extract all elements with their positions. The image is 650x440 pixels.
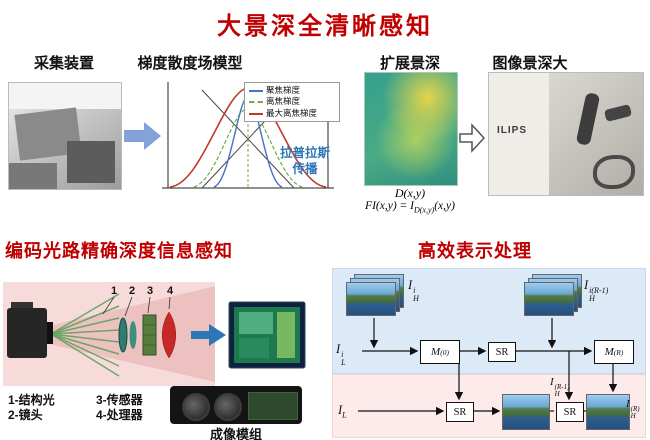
sr-box-bottom-2: SR	[556, 402, 584, 422]
legend-lens: 2-镜头	[8, 408, 43, 422]
coded-optical-path-diagram: 1 2 3 4	[3, 282, 306, 386]
legend-label: 聚焦梯度	[266, 85, 301, 95]
sr-box-bottom-1: SR	[446, 402, 474, 422]
legend-label: 离焦梯度	[266, 96, 301, 107]
legend-label: 最大离焦梯度	[266, 107, 318, 118]
green-line-swatch-icon	[249, 101, 263, 104]
imaging-module-photo	[170, 386, 302, 424]
legend-row: 离焦梯度	[249, 96, 335, 107]
callout-lines	[102, 296, 171, 317]
label-ih-R: I(R)H	[626, 398, 640, 420]
blue-arrow-icon	[191, 324, 226, 346]
camera-icon	[7, 302, 53, 358]
capture-device-label: 采集装置	[33, 55, 94, 72]
laplace-propagation-label: 拉普拉斯 传播	[279, 146, 330, 176]
processor-element	[162, 311, 176, 359]
outline-arrow-icon	[459, 123, 486, 153]
frame-thumbnail	[524, 282, 574, 316]
edof-label: 扩展景深	[379, 55, 440, 72]
legend-row: 最大离焦梯度	[249, 108, 335, 119]
capture-device-photo	[8, 82, 122, 190]
result-label: 图像景深大	[492, 55, 568, 72]
depth-map	[364, 72, 458, 186]
plot-legend: 聚焦梯度 离焦梯度 最大离焦梯度	[244, 82, 340, 123]
photo-stroke	[603, 104, 633, 122]
callout-number-1: 1	[111, 285, 117, 297]
result-photo: ILIPS	[488, 72, 644, 196]
gradient-model-label: 梯度散度场模型	[137, 55, 243, 72]
fusion-formula: FI(x,y) = ID(x,y)(x,y)	[365, 200, 455, 215]
sr-box-top: SR	[488, 342, 516, 362]
photo-shape	[67, 141, 115, 183]
module-lens-icon	[214, 393, 242, 421]
model-mR-box: M(R)	[594, 340, 634, 364]
recurrent-frame-stack	[524, 274, 582, 316]
photo-highlight	[489, 73, 549, 195]
photo-stroke	[575, 92, 601, 146]
top-section-title: 大景深全清晰感知	[217, 13, 433, 40]
flow-arrow-icon	[124, 122, 161, 150]
imaging-module-label: 成像模组	[209, 427, 262, 440]
lens-group	[118, 317, 137, 353]
model-m0-box: M(0)	[420, 340, 460, 364]
input-frame-stack	[346, 274, 404, 316]
photo-shape	[9, 163, 57, 189]
callout-number-4: 4	[167, 285, 174, 297]
callout-number-3: 3	[147, 285, 153, 297]
photo-stroke	[593, 155, 635, 189]
frame-thumbnail	[346, 282, 396, 316]
structured-light-stripes	[50, 293, 120, 377]
legend-processor: 4-处理器	[96, 408, 143, 422]
callout-number-2: 2	[129, 285, 135, 297]
blue-line-swatch-icon	[249, 89, 263, 92]
bottom-right-title: 高效表示处理	[418, 241, 532, 261]
legend-structured-light: 1-结构光	[8, 393, 55, 407]
photo-highlight	[9, 83, 121, 109]
output-frame-R	[586, 394, 630, 430]
output-frame-R-1	[502, 394, 550, 430]
module-lens-icon	[182, 393, 210, 421]
bottom-left-title: 编码光路精确深度信息感知	[5, 241, 233, 261]
display-monitor	[228, 301, 306, 369]
legend-row: 聚焦梯度	[249, 85, 335, 96]
label-il: IL	[338, 403, 347, 420]
label-ih-R1: I(R-1)H	[550, 376, 570, 398]
photo-brand-text: ILIPS	[497, 125, 528, 136]
legend-sensor: 3-传感器	[96, 393, 143, 407]
module-pcb	[248, 392, 298, 420]
red-line-swatch-icon	[249, 112, 263, 115]
depth-formula: D(x,y)	[394, 186, 426, 200]
sensor	[142, 314, 157, 356]
